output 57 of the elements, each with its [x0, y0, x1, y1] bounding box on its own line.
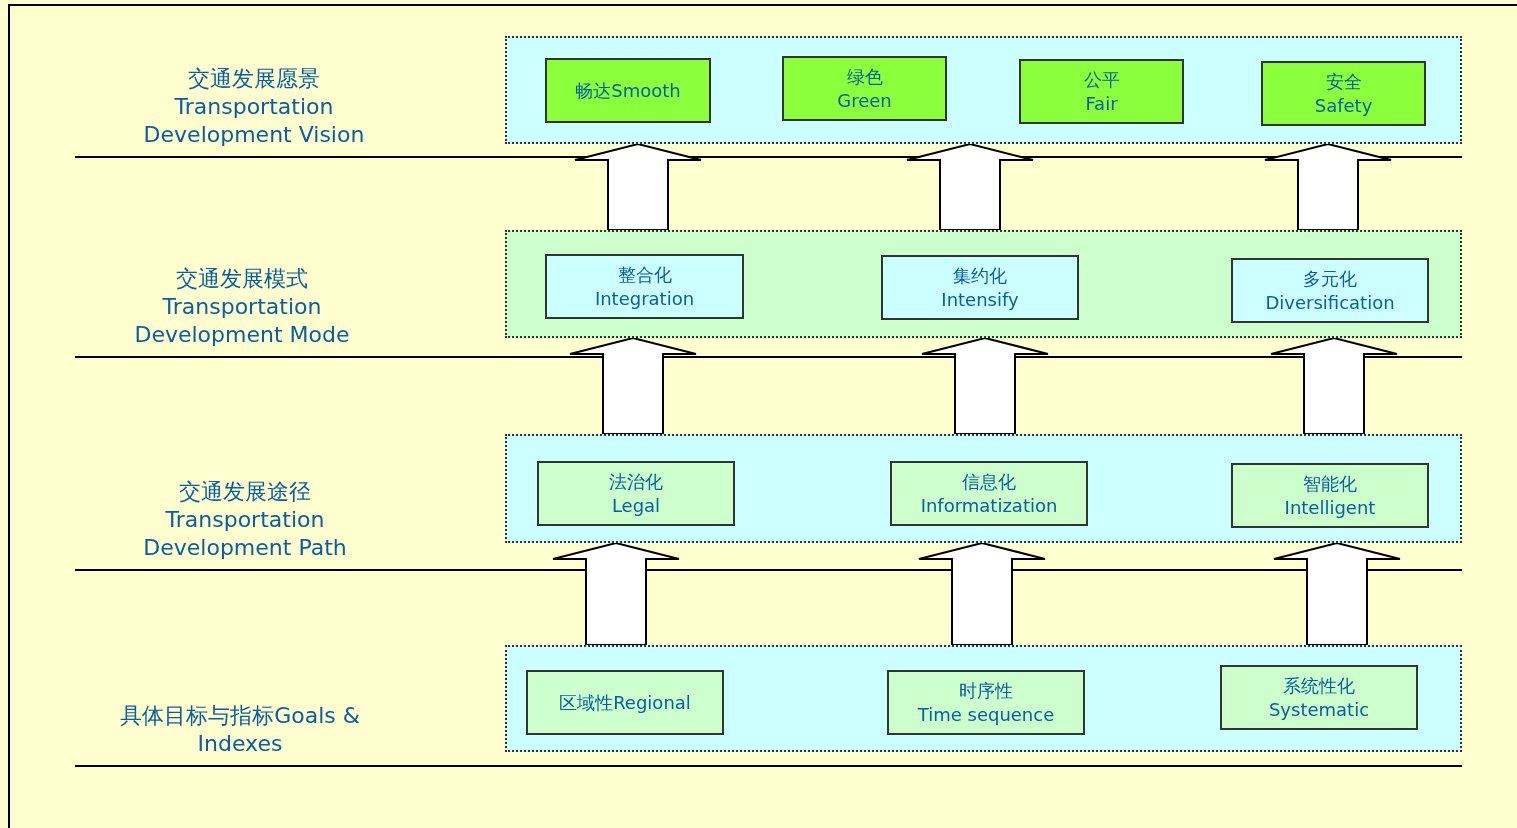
item-box	[1231, 258, 1429, 323]
block-arrow	[1273, 541, 1401, 646]
item-box	[526, 670, 724, 735]
box-text: 系统性化	[1283, 673, 1355, 698]
box-text: 信息化	[962, 469, 1016, 494]
block-arrow	[1264, 142, 1392, 231]
box-text: Green	[837, 88, 892, 113]
item-box	[887, 670, 1085, 735]
layer-label: Transportation Development Mode	[133, 293, 351, 349]
item-box	[545, 254, 744, 319]
item-box	[1019, 59, 1184, 124]
block-arrow	[1270, 336, 1398, 435]
box-text: Fair	[1085, 91, 1118, 116]
box-text: Informatization	[920, 493, 1058, 518]
box-text: Time sequence	[917, 702, 1055, 727]
box-text: Intelligent	[1284, 495, 1376, 520]
layer-band	[505, 645, 1462, 752]
block-arrow	[569, 336, 697, 435]
box-text: Intensify	[941, 287, 1019, 312]
layer-label: 具体目标与指标Goals & Indexes	[119, 702, 361, 758]
block-arrow	[921, 336, 1049, 435]
item-box	[545, 58, 711, 123]
box-text: 智能化	[1303, 471, 1357, 496]
layer-band	[505, 434, 1462, 543]
box-text: Safety	[1314, 93, 1373, 118]
layer-band	[505, 230, 1462, 338]
item-box	[537, 461, 735, 526]
layer-label: Transportation Development Vision	[142, 93, 366, 149]
layer-label: 交通发展愿景	[187, 65, 321, 93]
layer-band	[505, 36, 1462, 144]
item-box	[890, 461, 1088, 526]
block-arrow	[906, 142, 1034, 231]
box-text: Systematic	[1268, 697, 1370, 722]
box-text: 整合化	[617, 262, 672, 287]
box-text: 时序性	[959, 678, 1013, 703]
box-text: 安全	[1325, 69, 1362, 94]
item-box	[881, 255, 1079, 320]
box-text: Integration	[594, 286, 695, 311]
item-box	[1261, 61, 1426, 126]
block-arrow	[574, 142, 702, 231]
box-text: 畅达Smooth	[575, 78, 681, 103]
box-text: Legal	[611, 493, 661, 518]
box-text: 绿色	[846, 64, 883, 89]
box-text: 法治化	[609, 469, 663, 494]
box-text: 集约化	[953, 263, 1007, 288]
item-box	[782, 56, 947, 121]
box-text: 区域性Regional	[559, 690, 691, 715]
item-box	[1231, 463, 1429, 528]
item-box	[1220, 665, 1418, 730]
layer-label: Transportation Development Path	[142, 506, 348, 562]
layer-label: 交通发展途径	[178, 478, 312, 506]
box-text: Diversification	[1265, 290, 1395, 315]
box-text: 公平	[1083, 67, 1120, 92]
layer-label: 交通发展模式	[175, 265, 309, 293]
block-arrow	[552, 541, 680, 646]
block-arrow	[918, 541, 1046, 646]
box-text: 多元化	[1303, 266, 1357, 291]
